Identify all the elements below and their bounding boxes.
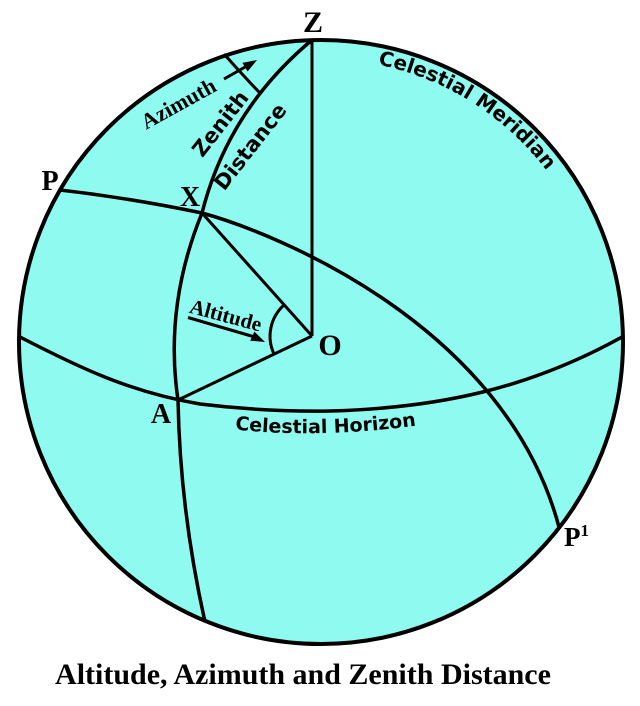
azimuth-angle-arc	[222, 52, 262, 95]
pole-p1-label: P1	[564, 521, 589, 552]
azimuth-arrow-icon	[242, 60, 257, 72]
a-to-origin-line	[177, 334, 313, 402]
x-to-origin-line	[200, 212, 314, 337]
pole-p1-base: P	[564, 522, 581, 552]
celestial-sphere	[17, 38, 625, 646]
origin-o-label: O	[318, 329, 341, 362]
horizon-a-label: A	[151, 399, 172, 430]
body-x-label: X	[180, 182, 200, 213]
figure-title: Altitude, Azimuth and Zenith Distance	[55, 658, 551, 691]
vertical-circle-z-x-a	[172, 38, 314, 623]
hour-circle-p-x-p1	[59, 188, 561, 528]
altitude-arrow-icon	[250, 331, 265, 342]
zenith-label: Z	[303, 6, 323, 39]
pole-p1-superscript: 1	[581, 521, 590, 540]
altitude-arrow-shaft	[187, 316, 254, 338]
altitude-angle-arc	[268, 303, 286, 355]
celestial-horizon-curve	[19, 335, 623, 413]
azimuth-arrow-shaft	[223, 65, 247, 81]
pole-p-label: P	[41, 166, 58, 197]
